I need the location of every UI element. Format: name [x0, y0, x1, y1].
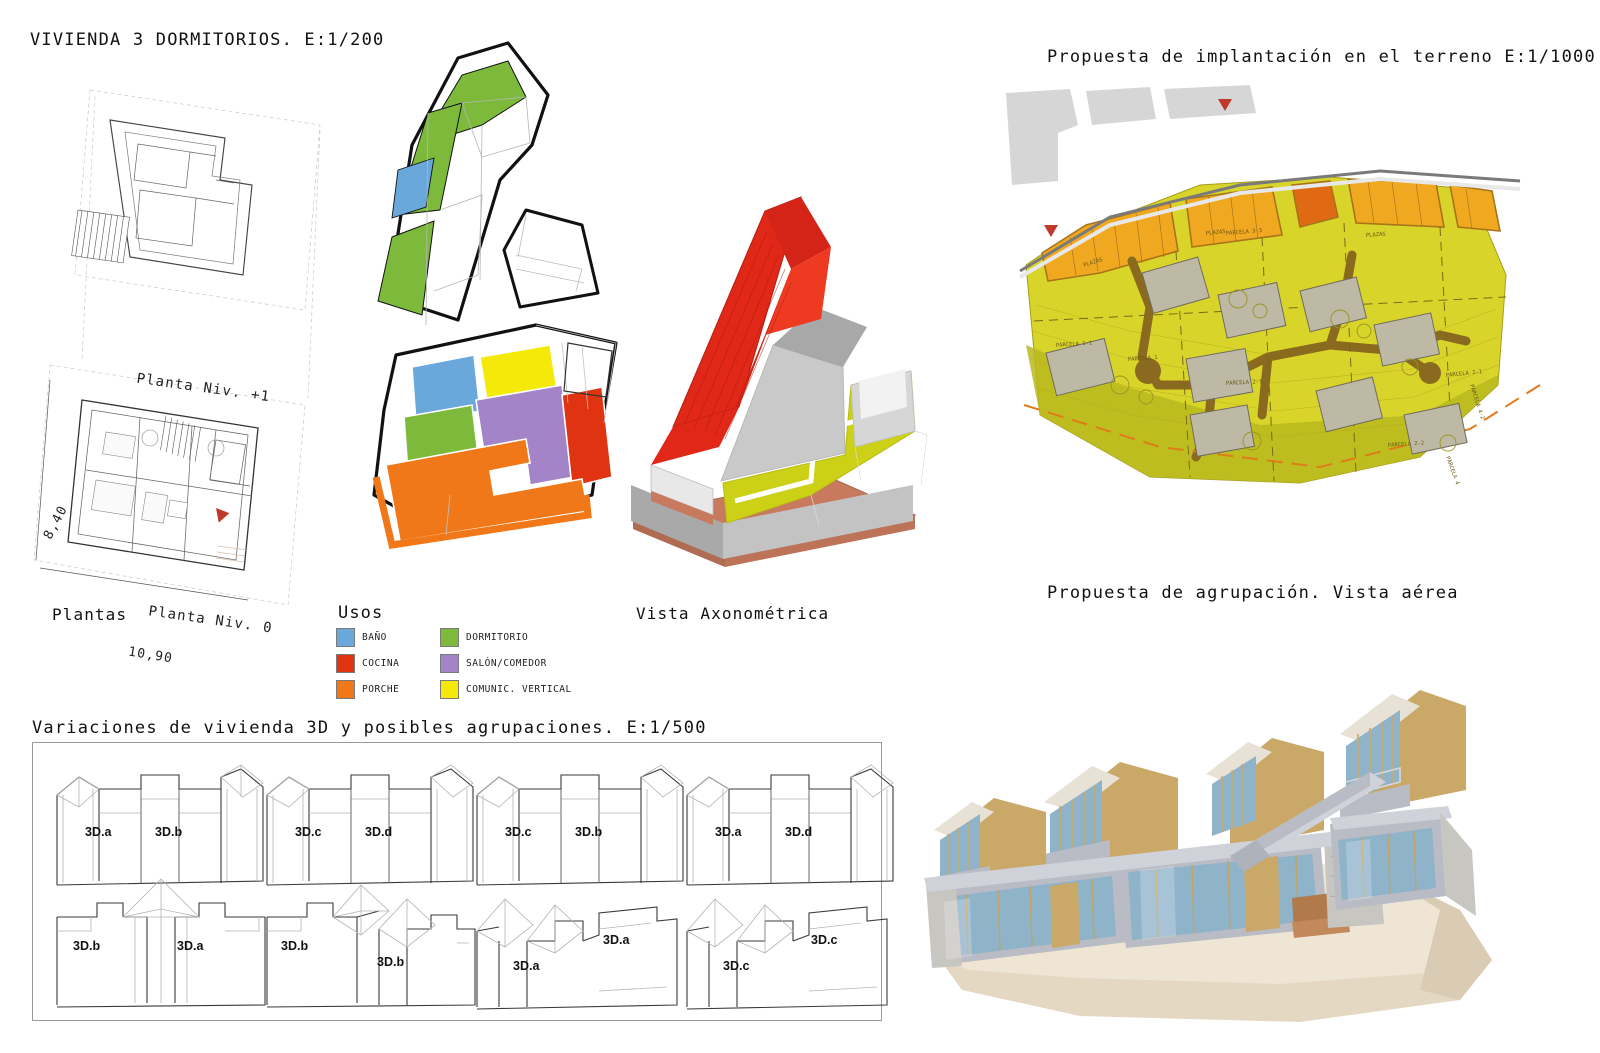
legend-item-porche: PORCHE — [336, 680, 399, 699]
legend-label-salon: SALÓN/COMEDOR — [466, 658, 547, 669]
legend-label-dormitorio: DORMITORIO — [466, 632, 529, 643]
variation-label: 3D.a — [513, 959, 540, 973]
swatch-porche — [336, 680, 355, 699]
legend-item-bano: BAÑO — [336, 628, 387, 647]
variation-label: 3D.c — [811, 933, 838, 947]
swatch-cocina — [336, 654, 355, 673]
svg-text:PLAZAS: PLAZAS — [1366, 232, 1386, 239]
svg-text:PARCELA 3-3: PARCELA 3-3 — [1226, 228, 1263, 237]
floor-plans-group: Planta Niv. +1 Planta Niv. 0 8,40 10,90 — [20, 60, 340, 666]
legend-item-cocina: COCINA — [336, 654, 399, 673]
swatch-salon — [440, 654, 459, 673]
axonometric-3d-render — [615, 185, 935, 595]
svg-text:PLAZAS: PLAZAS — [1206, 229, 1226, 237]
swatch-bano — [336, 628, 355, 647]
axonometric-caption: Vista Axonométrica — [636, 604, 830, 623]
svg-text:PARCELA 2-1: PARCELA 2-1 — [1226, 379, 1263, 387]
variation-label: 3D.b — [155, 825, 183, 839]
variation-label: 3D.a — [603, 933, 630, 947]
variation-label: 3D.b — [377, 955, 405, 969]
site-plan-title: Propuesta de implantación en el terreno … — [1047, 47, 1596, 67]
aerial-view-title: Propuesta de agrupación. Vista aérea — [1047, 583, 1459, 603]
exploded-axonometric-diagram — [330, 25, 630, 595]
swatch-comunicacion — [440, 680, 459, 699]
north-arrow-icon — [216, 508, 230, 523]
variation-label: 3D.c — [295, 825, 322, 839]
legend-item-dormitorio: DORMITORIO — [440, 628, 528, 647]
variation-label: 3D.c — [505, 825, 532, 839]
legend-caption: Usos — [338, 603, 384, 623]
svg-text:PARCELA 2-1: PARCELA 2-1 — [1446, 369, 1483, 379]
legend-label-comunicacion: COMUNIC. VERTICAL — [466, 684, 572, 695]
svg-text:PLAZAS: PLAZAS — [1083, 257, 1104, 269]
variation-label: 3D.a — [85, 825, 112, 839]
access-arrow-icon-left — [1044, 225, 1058, 237]
variation-label: 3D.d — [365, 825, 393, 839]
legend-label-bano: BAÑO — [362, 632, 387, 643]
site-plan-drawing: PARCELA 1-1 PARCELA 1 PARCELA 2-1 PARCEL… — [1000, 85, 1560, 500]
aerial-model-photo — [900, 660, 1520, 1040]
svg-text:PARCELA 1-1: PARCELA 1-1 — [1056, 340, 1093, 349]
access-arrow-icon-right — [1218, 99, 1232, 111]
legend: BAÑO COCINA PORCHE DORMITORIO SALÓN/COME… — [336, 628, 586, 700]
variation-label: 3D.b — [281, 939, 309, 953]
legend-label-porche: PORCHE — [362, 684, 400, 695]
variations-title: Variaciones de vivienda 3D y posibles ag… — [32, 718, 707, 738]
swatch-dormitorio — [440, 628, 459, 647]
variation-label: 3D.c — [723, 959, 750, 973]
legend-item-salon: SALÓN/COMEDOR — [440, 654, 547, 673]
svg-text:PARCELA 2-2: PARCELA 2-2 — [1388, 440, 1425, 449]
dimension-horizontal: 10,90 — [127, 644, 175, 667]
legend-label-cocina: COCINA — [362, 658, 400, 669]
plans-caption: Plantas — [52, 605, 128, 624]
variation-label: 3D.b — [575, 825, 603, 839]
variations-panel: 3D.a 3D.b 3D.c 3D.d 3D.c 3D.b 3D.a 3D.d … — [32, 742, 894, 1021]
variation-label: 3D.d — [785, 825, 813, 839]
variation-label: 3D.a — [715, 825, 742, 839]
variation-label: 3D.b — [73, 939, 101, 953]
svg-text:PARCELA 1: PARCELA 1 — [1128, 355, 1158, 363]
variation-label: 3D.a — [177, 939, 204, 953]
legend-item-comunicacion: COMUNIC. VERTICAL — [440, 680, 572, 699]
page-title: VIVIENDA 3 DORMITORIOS. E:1/200 — [30, 30, 385, 50]
